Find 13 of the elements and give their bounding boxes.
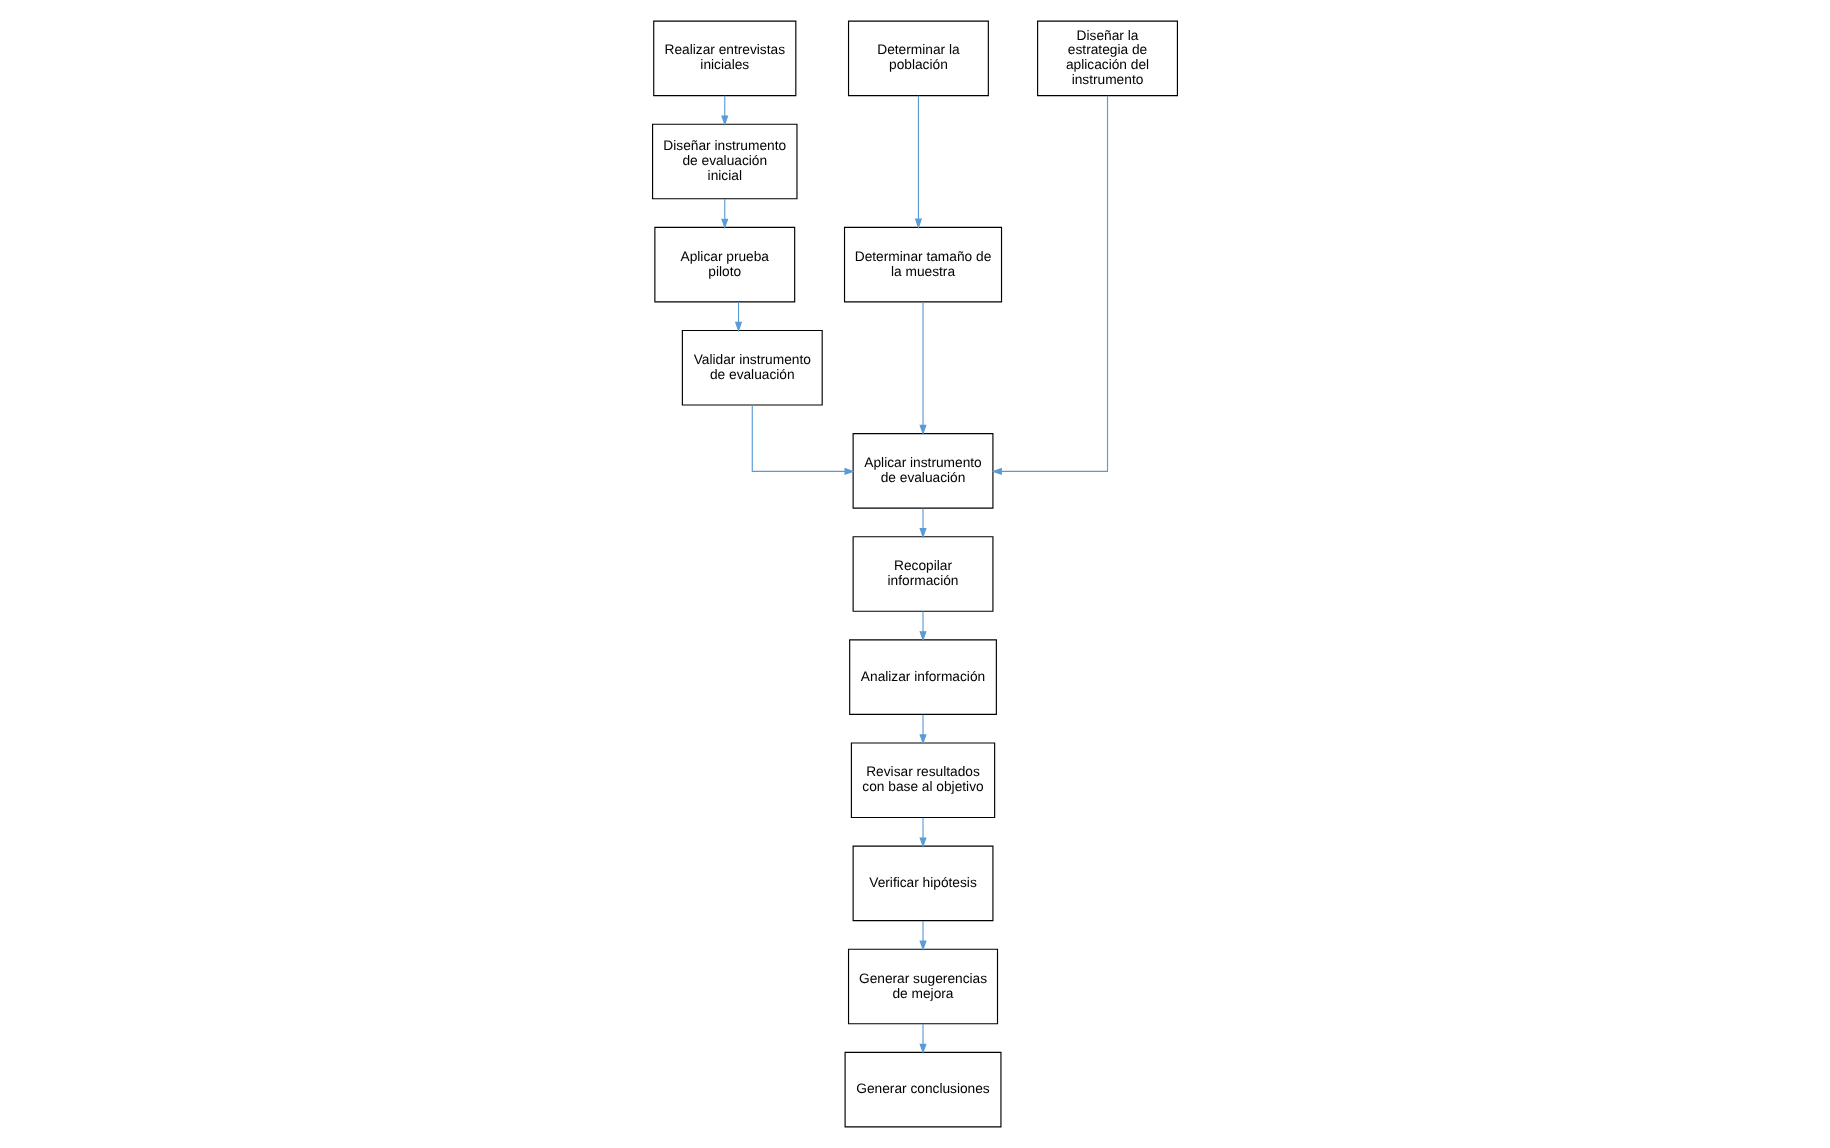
arrow — [919, 301, 927, 436]
arrow — [919, 817, 927, 848]
arrow — [751, 404, 855, 476]
arrow — [734, 301, 743, 333]
arrow — [919, 610, 927, 642]
arrow — [919, 507, 927, 539]
arrow — [991, 95, 1109, 476]
arrow — [919, 920, 927, 951]
arrow — [721, 198, 729, 230]
arrow — [919, 1023, 927, 1055]
arrow — [914, 95, 923, 229]
arrow — [919, 714, 927, 745]
arrow — [721, 95, 729, 126]
